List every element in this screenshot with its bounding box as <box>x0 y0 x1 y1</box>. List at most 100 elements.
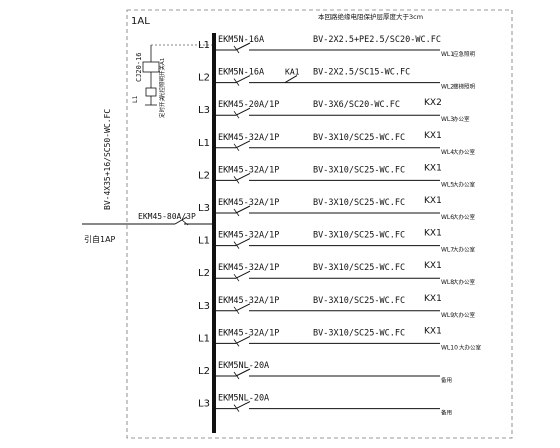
incoming-cable-label: BV-4X35+16/SC50-WC.FC <box>103 109 112 210</box>
contactor-label: KA1 <box>285 68 300 77</box>
breaker-blade <box>235 107 251 116</box>
circuit-id: WL5 <box>441 181 454 188</box>
circuit-id: WL4 <box>441 149 454 156</box>
kx-label: KX1 <box>424 261 442 271</box>
breaker-label: EKM45-32A/1P <box>218 328 279 338</box>
breaker-label: EKM5N-16A <box>218 68 264 78</box>
breaker-mark <box>233 339 240 347</box>
breaker-blade <box>235 368 251 377</box>
incoming-feeder: EKM45-80A/3P 引自1AP BV-4X35+16/SC50-WC.FC <box>82 109 212 244</box>
load-label: 大办公室 <box>459 343 482 351</box>
breaker-mark <box>233 306 240 315</box>
cable-label: BV-2X2.5+PE2.5/SC20-WC.FC <box>313 35 441 45</box>
breaker-mark <box>233 176 240 184</box>
breaker-label: EKM45-32A/1P <box>218 198 279 208</box>
cable-label: BV-3X10/SC25-WC.FC <box>313 198 405 208</box>
breaker-blade <box>235 42 251 51</box>
phase-label: L1 <box>198 40 210 51</box>
load-label: 大办公室 <box>453 148 476 156</box>
timer-switch-label: 定时开关 <box>158 95 166 118</box>
timer-switch-box <box>145 87 157 97</box>
kx-label: KX2 <box>424 98 442 108</box>
kx-label: KX1 <box>424 131 442 141</box>
load-label: 大办公室 <box>453 278 476 286</box>
breaker-blade <box>235 172 251 181</box>
cable-label: BV-3X6/SC20-WC.FC <box>313 100 400 110</box>
load-label: 楼梯照明 <box>453 83 476 91</box>
load-label: 应急照明 <box>453 50 476 58</box>
circuit-id: WL10 <box>441 344 458 351</box>
cable-label: BV-3X10/SC25-WC.FC <box>313 165 405 175</box>
phase-label: L1 <box>198 138 210 149</box>
incoming-breaker-label: EKM45-80A/3P <box>138 212 196 221</box>
phase-label: L1 <box>198 236 210 247</box>
phase-label: L1 <box>198 333 210 344</box>
light-control-label: 光控照明开关A1 <box>158 58 166 98</box>
breaker-blade <box>235 140 251 149</box>
cable-label: BV-3X10/SC25-WC.FC <box>313 133 405 143</box>
breaker-blade <box>235 75 251 84</box>
phase-label: L2 <box>198 170 210 181</box>
breaker-label: EKM45-32A/1P <box>218 133 279 143</box>
control-circuit: CJ20-16 光控照明开关A1 定时开关 L1 <box>132 44 212 118</box>
breaker-blade <box>235 303 251 312</box>
control-phase-label: L1 <box>132 95 139 103</box>
load-label: 办公室 <box>453 115 470 123</box>
breaker-blade <box>235 205 251 214</box>
cable-label: BV-3X10/SC25-WC.FC <box>313 231 405 241</box>
circuit-id: WL9 <box>441 312 454 319</box>
breaker-mark <box>233 404 240 412</box>
load-label: 大办公室 <box>453 311 476 319</box>
panel-boundary <box>126 9 513 439</box>
load-label: 大办公室 <box>453 180 476 188</box>
light-control-box <box>142 61 160 73</box>
circuit-id: WL7 <box>441 247 454 254</box>
panel-name: 1AL <box>131 16 150 27</box>
contactor-label: CJ20-16 <box>135 52 143 82</box>
breaker-label: EKM45-32A/1P <box>218 263 279 273</box>
phase-label: L2 <box>198 268 210 279</box>
kx-label: KX1 <box>424 294 442 304</box>
breaker-mark <box>233 143 240 152</box>
phase-label: L3 <box>198 399 210 410</box>
breaker-blade <box>235 335 251 344</box>
breaker-mark <box>233 78 240 86</box>
cable-label: BV-3X10/SC25-WC.FC <box>313 296 405 306</box>
phase-label: L2 <box>198 366 210 377</box>
contactor-blade <box>284 75 298 84</box>
kx-label: KX1 <box>424 229 442 239</box>
kx-label: KX1 <box>424 326 442 336</box>
incoming-source-label: 引自1AP <box>84 234 116 244</box>
breaker-mark <box>233 273 240 282</box>
breaker-mark <box>233 371 240 380</box>
breaker-blade <box>235 401 251 410</box>
kx-label: KX1 <box>424 163 442 173</box>
phase-label: L2 <box>198 73 210 84</box>
breaker-label: EKM45-20A/1P <box>218 100 279 110</box>
breaker-blade <box>235 238 251 247</box>
load-label: 备用 <box>441 376 452 384</box>
breaker-mark <box>233 241 240 249</box>
circuit-row: L2 EKM45-32A/1P BV-3X10/SC25-WC.FC KX1WL8大办… <box>198 261 476 286</box>
kx-label: KX1 <box>424 196 442 206</box>
circuit-id: WL8 <box>441 279 454 286</box>
breaker-blade <box>235 270 251 279</box>
cable-label: BV-2X2.5/SC15-WC.FC <box>313 68 410 78</box>
phase-label: L3 <box>198 301 210 312</box>
cable-label: BV-3X10/SC25-WC.FC <box>313 263 405 273</box>
breaker-label: EKM45-32A/1P <box>218 231 279 241</box>
circuit-id: WL3 <box>441 116 454 123</box>
load-label: 备用 <box>441 409 452 417</box>
breaker-mark <box>233 208 240 217</box>
